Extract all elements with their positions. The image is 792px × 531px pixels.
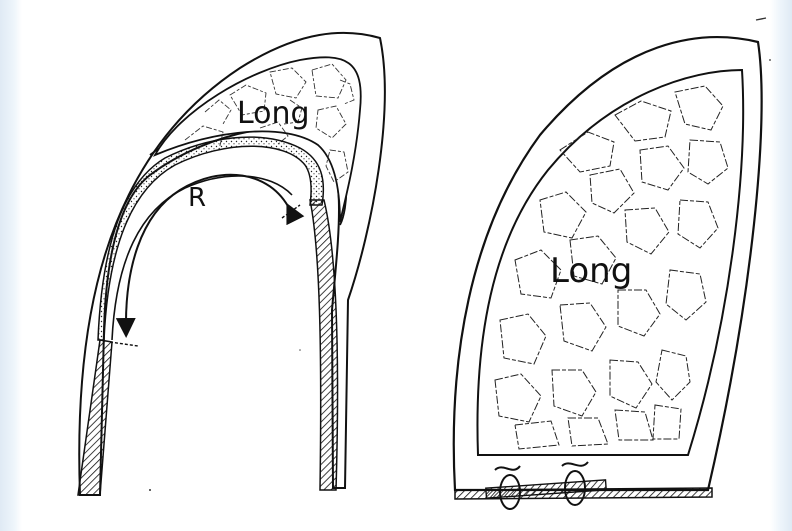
radius-tick-top xyxy=(282,205,300,218)
radius-arrow xyxy=(126,175,290,330)
left-hatched-lining-right xyxy=(310,200,338,490)
right-panel: Long xyxy=(454,18,771,509)
radius-label: R xyxy=(188,183,206,213)
corner-dot xyxy=(769,59,771,61)
stray-dot-2 xyxy=(299,349,301,351)
corner-mark xyxy=(756,18,766,20)
left-dotted-band xyxy=(98,137,323,340)
radius-tick-bottom xyxy=(110,342,138,346)
left-long-label: Long xyxy=(237,96,310,131)
left-panel: Long R xyxy=(78,33,385,495)
right-long-label: Long xyxy=(550,251,632,291)
stray-dot xyxy=(149,489,151,491)
